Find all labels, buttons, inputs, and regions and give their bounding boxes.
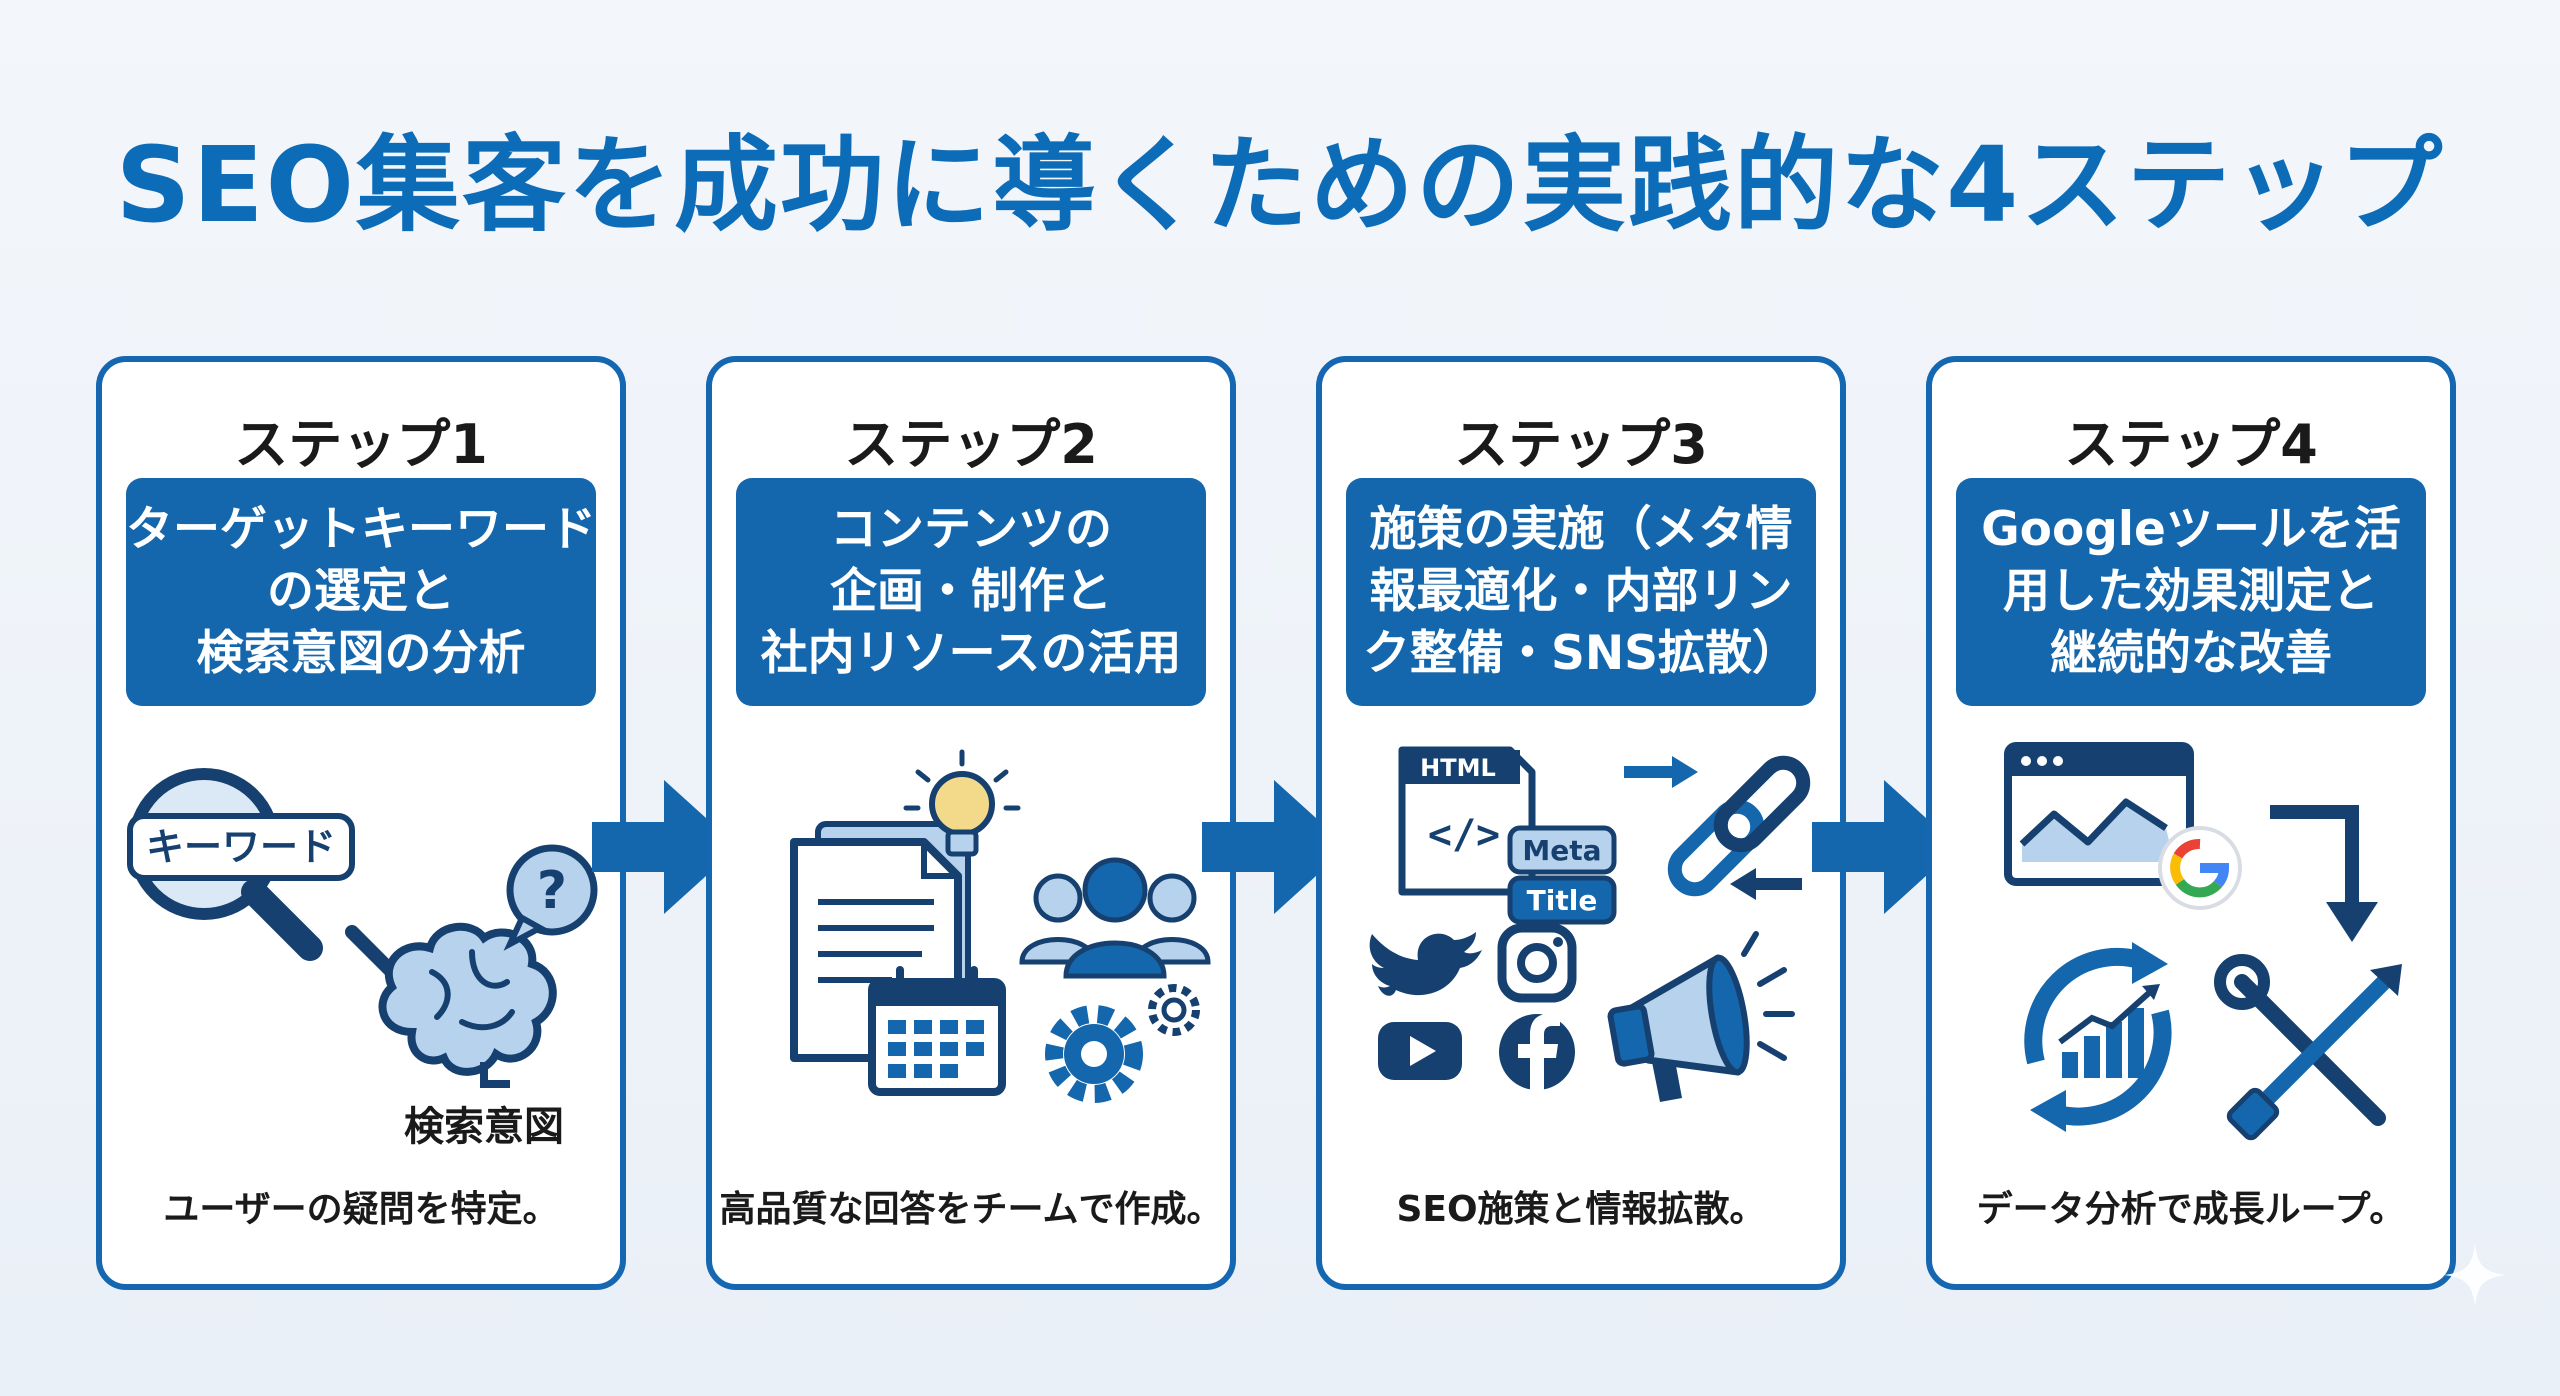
step-description-line: Googleツールを活	[1981, 502, 2401, 557]
lightbulb-icon	[903, 749, 1021, 857]
step-description-line: 用した効果測定と	[2003, 564, 2379, 619]
step-description-line: 企画・制作と	[830, 564, 1112, 619]
facebook-icon	[1499, 1014, 1575, 1090]
step-illustration: HTML </> Meta Title	[1369, 746, 1811, 1102]
question-mark: ?	[537, 861, 567, 921]
step-illustration: キーワード ? 検索意図	[127, 768, 598, 1150]
step-card-1: ステップ1 ターゲットキーワード の選定と 検索意図の分析 キーワード	[96, 356, 626, 1290]
step-caption: SEO施策と情報拡散。	[1396, 1189, 1766, 1230]
step-illustration	[2004, 742, 2402, 1141]
step-description: 施策の実施（メタ情 報最適化・内部リン ク整備・SNS拡散）	[1346, 478, 1816, 706]
analytics-window-icon	[2004, 742, 2194, 886]
flow-arrow-icon	[1812, 780, 1958, 914]
step-description-line: 社内リソースの活用	[760, 626, 1182, 681]
chain-link-icon	[1624, 755, 1811, 900]
meta-tag-label: Meta	[1522, 834, 1601, 867]
step-label: ステップ1	[234, 413, 488, 476]
sparkle-icon	[2444, 1244, 2506, 1306]
step-label: ステップ3	[1454, 413, 1708, 476]
flow-arrow-icon	[592, 780, 738, 914]
step-description-line: 検索意図の分析	[196, 626, 526, 681]
step-label: ステップ2	[844, 413, 1098, 476]
step-label: ステップ4	[2064, 413, 2318, 476]
page-title: SEO集客を成功に導くための実践的な4ステップ	[115, 124, 2445, 246]
step-caption: ユーザーの疑問を特定。	[163, 1189, 559, 1230]
step-card-3: ステップ3 施策の実施（メタ情 報最適化・内部リン ク整備・SNS拡散） HTM…	[1316, 356, 1846, 1290]
gear-icon	[1045, 984, 1200, 1103]
youtube-icon	[1378, 1022, 1462, 1080]
step-description: Googleツールを活 用した効果測定と 継続的な改善	[1956, 478, 2426, 706]
step-description-line: 報最適化・内部リン	[1369, 564, 1793, 619]
keyword-tag: キーワード	[127, 813, 355, 881]
meta-tag: Meta	[1507, 825, 1617, 875]
flow-arrow-icon	[1202, 780, 1348, 914]
step-description-line: 継続的な改善	[2050, 626, 2332, 681]
google-icon	[2158, 826, 2242, 910]
question-bubble-icon: ?	[503, 844, 598, 951]
instagram-icon	[1497, 923, 1577, 1003]
keyword-tag-label: キーワード	[146, 825, 336, 869]
step-description-line: ク整備・SNS拡散）	[1362, 626, 1800, 681]
step-caption: 高品質な回答をチームで作成。	[719, 1189, 1223, 1230]
html-tag-label: HTML	[1420, 754, 1496, 782]
step-description: ターゲットキーワード の選定と 検索意図の分析	[126, 478, 596, 706]
step-description-line: ターゲットキーワード	[126, 502, 596, 557]
megaphone-icon	[1607, 931, 1795, 1102]
step-illustration	[790, 749, 1211, 1103]
tools-icon	[2214, 954, 2402, 1141]
title-tag: Title	[1507, 875, 1617, 925]
growth-cycle-icon	[2024, 942, 2172, 1132]
step-description-line: の選定と	[267, 564, 455, 619]
step-card-2: ステップ2 コンテンツの 企画・制作と 社内リソースの活用	[706, 356, 1236, 1290]
step-card-4: ステップ4 Googleツールを活 用した効果測定と 継続的な改善	[1926, 356, 2456, 1290]
team-icon	[1019, 857, 1211, 979]
turn-arrow-icon	[2270, 805, 2378, 942]
twitter-icon	[1369, 932, 1482, 996]
step-description-line: 施策の実施（メタ情	[1369, 502, 1793, 557]
title-tag-label: Title	[1527, 884, 1598, 917]
brain-label: 検索意図	[404, 1104, 564, 1150]
step-caption: データ分析で成長ループ。	[1976, 1189, 2406, 1230]
brain-icon	[378, 922, 557, 1088]
calendar-icon	[868, 966, 1006, 1096]
step-description-line: コンテンツの	[830, 502, 1112, 557]
html-window-icon: HTML </>	[1398, 746, 1536, 896]
code-glyph: </>	[1428, 812, 1500, 858]
step-description: コンテンツの 企画・制作と 社内リソースの活用	[736, 478, 1206, 706]
